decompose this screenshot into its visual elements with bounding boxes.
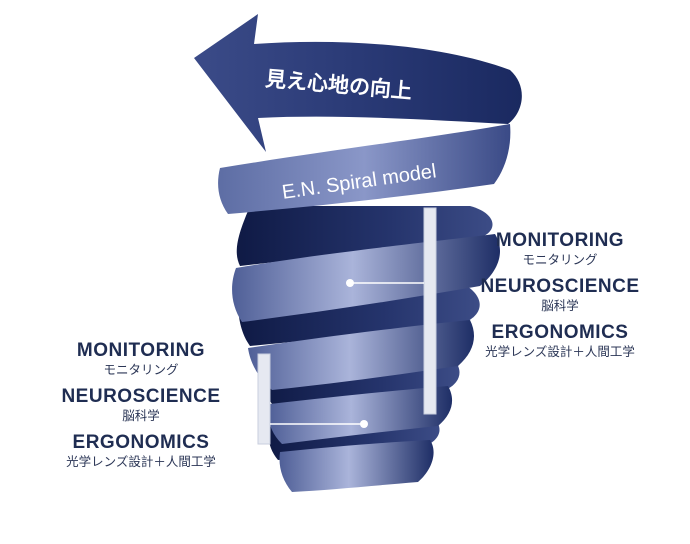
- spiral-band-3: [268, 386, 453, 444]
- left-label-group: MONITORING モニタリング NEUROSCIENCE 脳科学 ERGON…: [16, 340, 266, 478]
- right-monitoring-label: MONITORING: [495, 230, 625, 251]
- left-neuroscience-label: NEUROSCIENCE: [61, 386, 221, 407]
- left-monitoring-jp: モニタリング: [103, 362, 179, 377]
- spiral-band-2: [248, 320, 474, 390]
- right-monitoring-jp: モニタリング: [522, 252, 598, 267]
- right-ergonomics-jp: 光学レンズ設計＋人間工学: [485, 344, 635, 359]
- right-ergonomics-label: ERGONOMICS: [491, 322, 629, 343]
- left-ergonomics-jp: 光学レンズ設計＋人間工学: [66, 454, 216, 469]
- right-neuroscience-jp: 脳科学: [541, 298, 579, 313]
- top-arrow: [194, 14, 522, 152]
- spiral-band-4: [279, 440, 434, 492]
- right-pointer-dot: [346, 279, 354, 287]
- left-monitoring-label: MONITORING: [76, 340, 206, 361]
- model-band: [218, 124, 511, 214]
- left-ergonomics-label: ERGONOMICS: [72, 432, 210, 453]
- right-label-group: MONITORING モニタリング NEUROSCIENCE 脳科学 ERGON…: [440, 230, 680, 368]
- right-bracket-panel: [423, 207, 437, 415]
- left-bracket-panel: [257, 353, 271, 445]
- left-pointer-dot: [360, 420, 368, 428]
- right-neuroscience-label: NEUROSCIENCE: [480, 276, 640, 297]
- left-neuroscience-jp: 脳科学: [122, 408, 160, 423]
